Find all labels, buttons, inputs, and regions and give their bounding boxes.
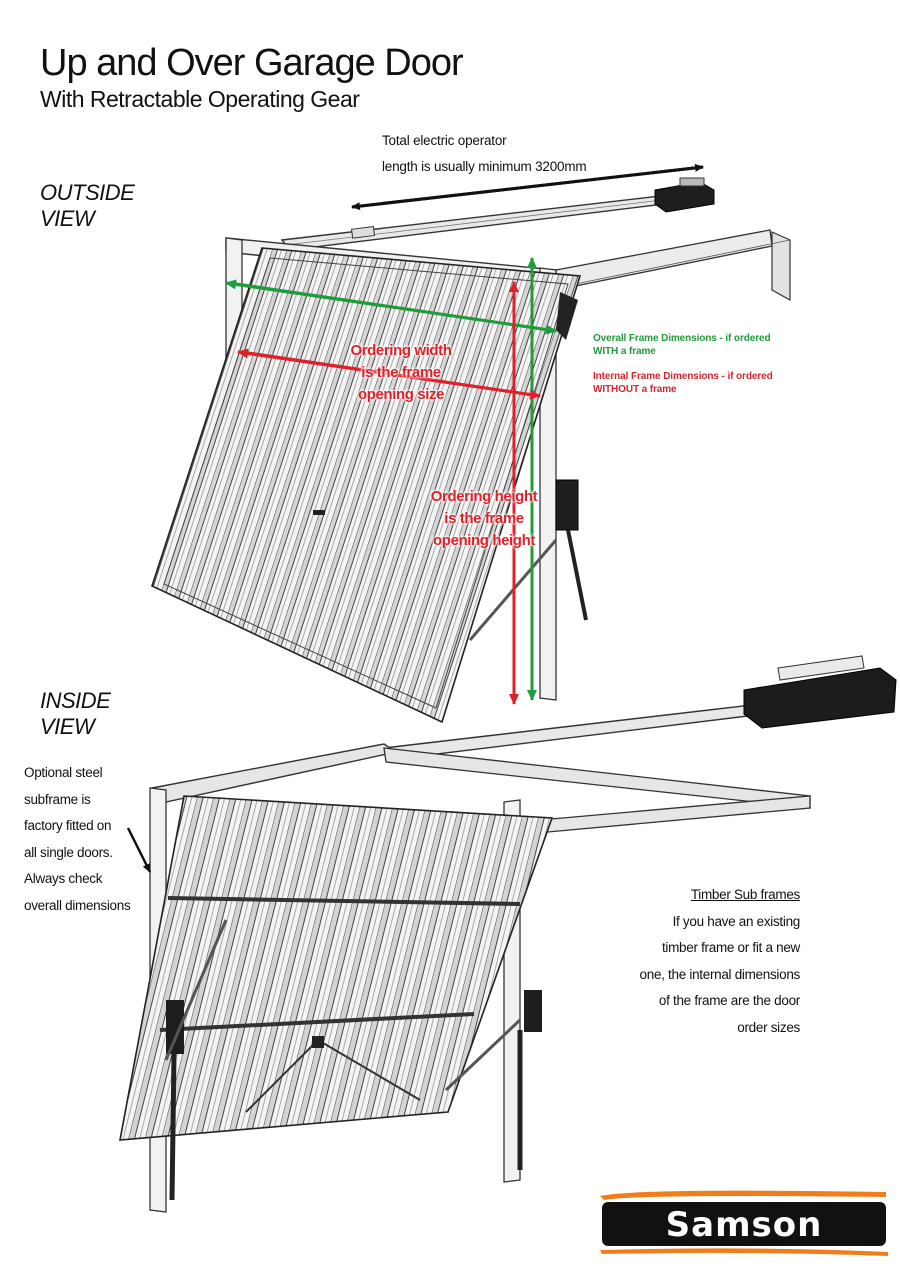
- subframe-line: all single doors.: [24, 844, 113, 860]
- timber-line: If you have an existing: [672, 913, 801, 929]
- timber-line: of the frame are the door: [658, 993, 800, 1008]
- ordering-width-line: opening size: [357, 386, 445, 403]
- logo-orange-swoosh-bottom: [600, 1248, 888, 1256]
- ordering-height-line: is the frame: [444, 510, 524, 527]
- samson-logo: Samson: [600, 1190, 888, 1256]
- ordering-width-note: Ordering width is the frame opening size: [346, 340, 456, 406]
- operator-note-line: Total electric operator: [382, 133, 507, 148]
- internal-frame-note: Internal Frame Dimensions - if ordered W…: [593, 370, 773, 396]
- internal-frame-line: WITHOUT a frame: [593, 384, 677, 395]
- timber-line: timber frame or fit a new: [661, 940, 800, 955]
- operator-note-line: length is usually minimum 3200mm: [382, 159, 587, 174]
- inside-view-text: INSIDE VIEW: [40, 688, 111, 739]
- outside-view-text: OUTSIDE VIEW: [40, 180, 135, 231]
- garage-door-inside-illustration: [119, 655, 897, 1213]
- ordering-height-note: Ordering height is the frame opening hei…: [424, 486, 544, 552]
- subframe-line: Always check: [24, 871, 103, 886]
- timber-subframe-note: Timber Sub frames If you have an existin…: [639, 882, 801, 1041]
- electric-operator-motor-icon: [654, 177, 715, 213]
- electric-operator-motor-icon: [743, 655, 897, 729]
- timber-subframe-title: Timber Sub frames: [690, 887, 800, 902]
- ordering-width-line: is the frame: [361, 364, 441, 381]
- timber-line: order sizes: [737, 1019, 800, 1035]
- outside-view-label: OUTSIDE VIEW: [40, 180, 136, 232]
- operator-length-note: Total electric operator length is usuall…: [382, 128, 587, 180]
- ordering-width-line: Ordering width: [350, 342, 452, 359]
- subframe-line: Optional steel: [24, 765, 103, 780]
- logo-orange-swoosh: [600, 1190, 886, 1200]
- subframe-line: overall dimensions: [24, 897, 131, 913]
- overall-frame-note: Overall Frame Dimensions - if ordered WI…: [593, 332, 771, 358]
- page-title: Up and Over Garage Door: [40, 42, 464, 84]
- ordering-height-line: opening height: [433, 532, 535, 549]
- ordering-height-line: Ordering height: [430, 488, 538, 505]
- overall-frame-line: WITH a frame: [593, 346, 656, 357]
- timber-line: one, the internal dimensions: [639, 966, 801, 982]
- subframe-note: Optional steel subframe is factory fitte…: [24, 760, 131, 919]
- subframe-line: subframe is: [24, 791, 91, 807]
- logo-text: Samson: [666, 1205, 823, 1245]
- garage-door-outside-illustration: [151, 163, 791, 724]
- overall-frame-line: Overall Frame Dimensions - if ordered: [593, 333, 771, 344]
- subframe-line: factory fitted on: [24, 818, 112, 833]
- inside-view-label: INSIDE VIEW: [40, 688, 120, 740]
- internal-frame-line: Internal Frame Dimensions - if ordered: [593, 371, 773, 382]
- page-subtitle: With Retractable Operating Gear: [40, 86, 360, 112]
